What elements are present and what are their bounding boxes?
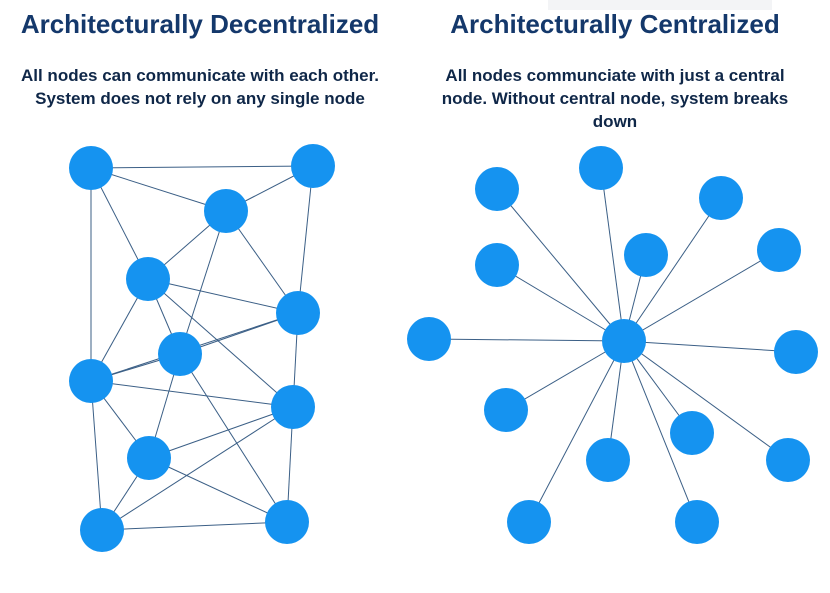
decentralized-edge bbox=[179, 210, 227, 355]
decentralized-edge bbox=[90, 167, 227, 212]
centralized-panel: Architecturally Centralized All nodes co… bbox=[400, 0, 830, 593]
centralized-edge bbox=[496, 188, 625, 342]
peripheral-node bbox=[624, 233, 668, 277]
centralized-edge bbox=[623, 340, 797, 353]
centralized-edge bbox=[600, 167, 625, 342]
centralized-nodes bbox=[407, 146, 818, 544]
centralized-edge bbox=[505, 340, 625, 411]
decentralized-edges bbox=[90, 165, 314, 531]
centralized-edge bbox=[623, 340, 789, 461]
decentralized-node bbox=[276, 291, 320, 335]
centralized-edge bbox=[528, 340, 625, 523]
decentralized-description: All nodes can communicate with each othe… bbox=[20, 66, 380, 108]
decentralized-edge bbox=[148, 457, 288, 523]
peripheral-node bbox=[586, 438, 630, 482]
decentralized-node bbox=[158, 332, 202, 376]
decentralized-node bbox=[80, 508, 124, 552]
centralized-description: All nodes communciate with just a centra… bbox=[441, 66, 789, 131]
decentralized-edge bbox=[90, 380, 103, 531]
decentralized-edge bbox=[101, 406, 294, 531]
decentralized-node bbox=[126, 257, 170, 301]
decentralized-edge bbox=[101, 521, 288, 531]
centralized-edge bbox=[623, 197, 722, 342]
peripheral-node bbox=[675, 500, 719, 544]
centralized-edge bbox=[496, 264, 625, 342]
peripheral-node bbox=[774, 330, 818, 374]
decentralized-node bbox=[127, 436, 171, 480]
peripheral-node bbox=[475, 167, 519, 211]
centralized-title: Architecturally Centralized bbox=[450, 9, 780, 39]
decentralized-node bbox=[69, 359, 113, 403]
peripheral-node bbox=[670, 411, 714, 455]
centralized-edge bbox=[623, 340, 698, 523]
decentralized-node bbox=[271, 385, 315, 429]
decentralized-edge bbox=[297, 165, 314, 314]
peripheral-node bbox=[484, 388, 528, 432]
centralized-edge bbox=[623, 249, 780, 342]
decentralized-edge bbox=[90, 165, 314, 169]
decentralized-edge bbox=[147, 278, 294, 408]
decentralized-edge bbox=[90, 380, 294, 408]
peripheral-node bbox=[407, 317, 451, 361]
decentralized-node bbox=[291, 144, 335, 188]
peripheral-node bbox=[579, 146, 623, 190]
decentralized-edge bbox=[147, 278, 299, 314]
decentralized-edge bbox=[148, 406, 294, 459]
central-node bbox=[602, 319, 646, 363]
peripheral-node bbox=[507, 500, 551, 544]
peripheral-node bbox=[766, 438, 810, 482]
peripheral-node bbox=[757, 228, 801, 272]
decentralized-edge bbox=[179, 353, 288, 523]
decentralized-panel: Architecturally Decentralized All nodes … bbox=[0, 0, 400, 593]
decentralized-title: Architecturally Decentralized bbox=[20, 9, 380, 39]
decentralized-node bbox=[69, 146, 113, 190]
peripheral-node bbox=[475, 243, 519, 287]
top-bar bbox=[548, 0, 772, 10]
decentralized-node bbox=[204, 189, 248, 233]
decentralized-node bbox=[265, 500, 309, 544]
centralized-edge bbox=[428, 338, 625, 342]
peripheral-node bbox=[699, 176, 743, 220]
decentralized-nodes bbox=[69, 144, 335, 552]
